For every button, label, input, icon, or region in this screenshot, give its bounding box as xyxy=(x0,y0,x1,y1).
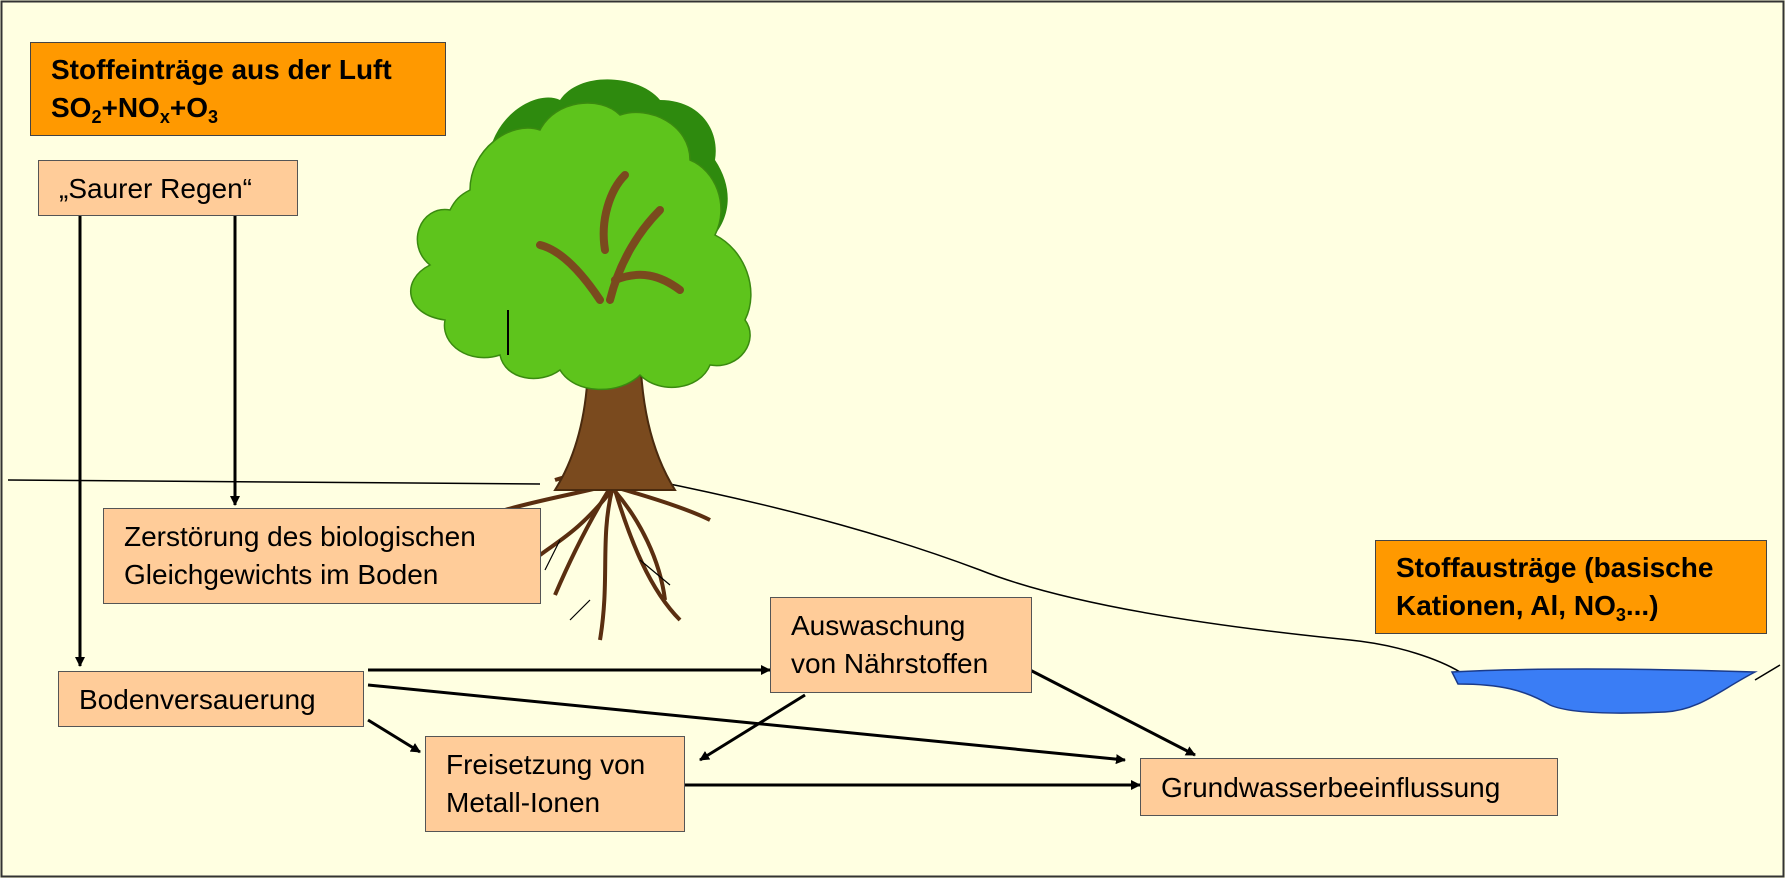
arrow-leaching-to-groundwater xyxy=(1029,668,1196,757)
ground-line xyxy=(7,479,541,485)
tree-illustration xyxy=(410,79,752,641)
tree-foliage xyxy=(410,102,752,391)
soil-balance-destruction-box: Zerstörung des biologischen Gleichgewich… xyxy=(103,508,541,604)
metal-ion-release-box: Freisetzung von Metall-Ionen xyxy=(425,736,685,832)
acid-rain-box: „Saurer Regen“ xyxy=(38,160,298,216)
leaching-line-2: von Nährstoffen xyxy=(791,648,989,679)
outputs-line-2: Kationen, Al, NO3...) xyxy=(1396,590,1659,625)
terrain-slope xyxy=(649,479,1461,673)
destruction-line-2: Gleichgewichts im Boden xyxy=(124,559,439,590)
terrain-edge xyxy=(1754,664,1781,681)
nutrient-leaching-box: Auswaschung von Nährstoffen xyxy=(770,597,1032,693)
acidification-label: Bodenversauerung xyxy=(79,684,316,715)
groundwater-label: Grundwasserbeeinflussung xyxy=(1161,772,1501,803)
water-body xyxy=(1450,668,1758,714)
flow-arrows xyxy=(75,215,1196,790)
leaching-line-1: Auswaschung xyxy=(791,610,966,641)
tree-trunk xyxy=(553,339,677,491)
air-inputs-title: Stoffeinträge aus der Luft xyxy=(51,54,392,85)
air-inputs-box: Stoffeinträge aus der Luft SO2+NOx+O3 xyxy=(30,42,446,136)
arrow-leaching-to-metals xyxy=(699,693,806,762)
outputs-box: Stoffausträge (basische Kationen, Al, NO… xyxy=(1375,540,1767,634)
destruction-line-1: Zerstörung des biologischen xyxy=(124,521,476,552)
air-inputs-formula: SO2+NOx+O3 xyxy=(51,92,219,127)
arrow-acidification-to-groundwater xyxy=(367,683,1126,765)
acid-rain-label: „Saurer Regen“ xyxy=(59,173,252,204)
metal-line-2: Metall-Ionen xyxy=(446,787,601,818)
soil-acidification-box: Bodenversauerung xyxy=(58,671,364,727)
groundwater-impact-box: Grundwasserbeeinflussung xyxy=(1140,758,1558,816)
outputs-line-1: Stoffausträge (basische xyxy=(1396,552,1714,583)
arrow-acidification-to-metals xyxy=(367,718,421,754)
metal-line-1: Freisetzung von xyxy=(446,749,646,780)
